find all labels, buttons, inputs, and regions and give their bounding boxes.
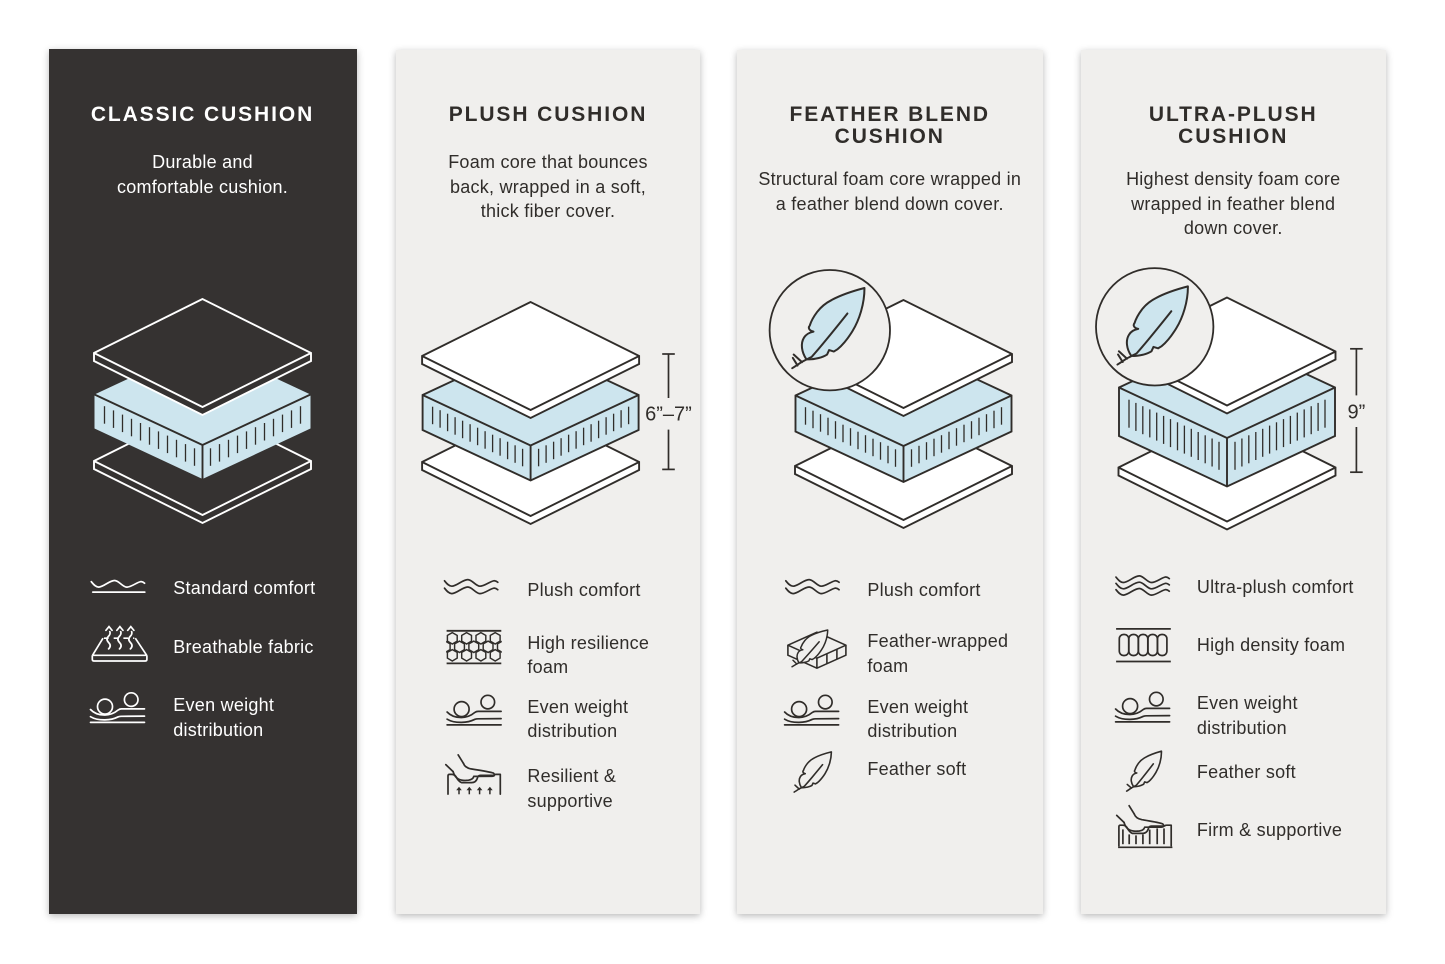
svg-text:6”–7”: 6”–7”	[645, 404, 692, 426]
svg-text:9”: 9”	[1348, 402, 1366, 424]
